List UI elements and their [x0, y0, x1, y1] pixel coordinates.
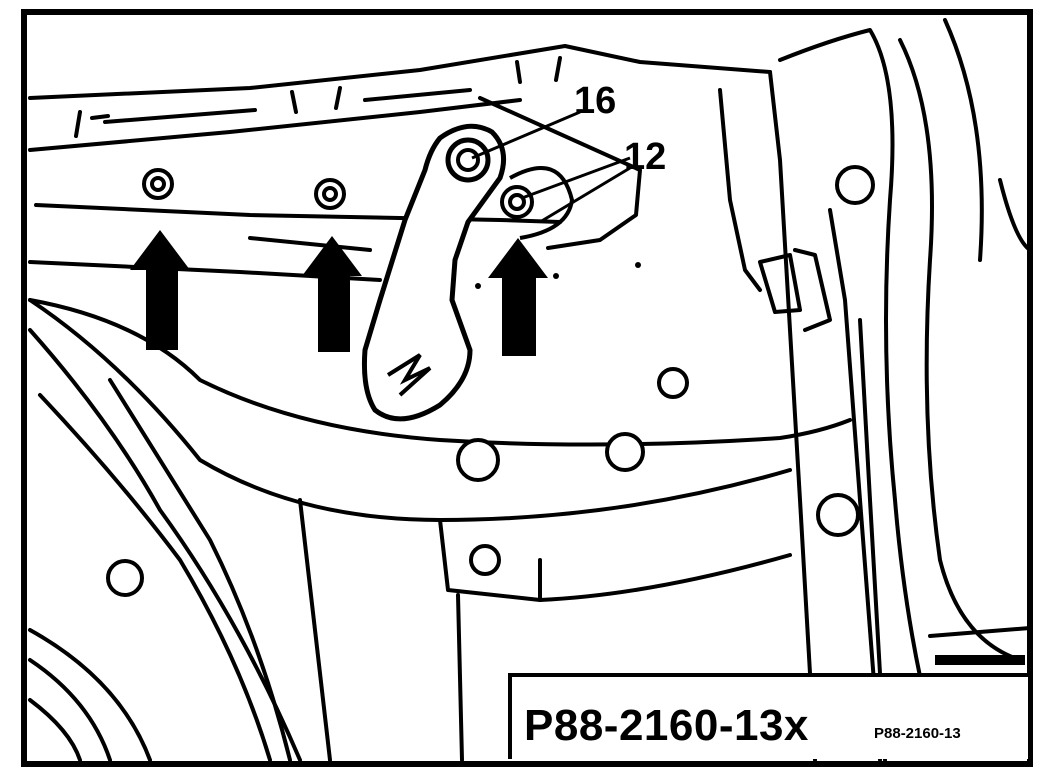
left-bottom-curve-1 — [28, 628, 152, 762]
pillar-outer-right — [778, 28, 932, 722]
bracket-hole — [469, 544, 501, 576]
lever-slot — [386, 353, 432, 397]
pillar-outer-left — [768, 70, 817, 762]
arrow-2 — [302, 236, 362, 352]
panel-fold-line — [248, 236, 372, 252]
arrow-1 — [130, 230, 190, 350]
lever-arm — [362, 123, 507, 422]
leader-16 — [471, 110, 581, 160]
arrow-3 — [488, 238, 548, 356]
mount-hole-1-inner — [150, 176, 166, 192]
panel-hole-4 — [106, 559, 144, 597]
panel-hole-1 — [657, 367, 689, 399]
left-bottom-curve-2 — [28, 658, 112, 762]
upper-rail — [28, 44, 772, 100]
rail-marking-3 — [515, 56, 562, 84]
left-curve-2 — [38, 393, 272, 762]
left-curve-3 — [108, 378, 292, 762]
rail-marking-line-2 — [363, 88, 472, 102]
rail-marking-2 — [290, 86, 342, 114]
latch-detail — [793, 248, 832, 332]
center-vertical-2 — [456, 593, 464, 762]
lower-bracket — [438, 518, 542, 602]
pillar-hole-1 — [835, 165, 875, 205]
pillar-outer-left-2 — [718, 88, 762, 292]
lever-pivot-16-inner — [456, 148, 480, 172]
center-vertical-1 — [298, 498, 332, 762]
base-stripe — [935, 655, 1025, 665]
left-bottom-curve-3 — [28, 698, 82, 762]
upper-rail-inner — [28, 98, 522, 152]
mount-hole-2-inner — [322, 186, 338, 202]
leader-12b — [539, 166, 631, 224]
pillar-base-line — [928, 626, 1032, 638]
panel-hole-2 — [456, 438, 500, 482]
panel-contour-lower — [28, 298, 792, 522]
dot-1 — [475, 283, 481, 289]
dot-3 — [635, 262, 641, 268]
callout-16: 16 — [574, 80, 617, 122]
left-curve-1 — [28, 328, 302, 762]
mount-hole-3-inner — [508, 193, 526, 211]
latch-block — [758, 253, 802, 314]
figure-reference: P88-2160-13x — [524, 701, 809, 750]
panel-middle-line — [34, 203, 562, 224]
pillar-right-lines — [943, 18, 1032, 262]
rail-edge — [478, 96, 642, 250]
lower-bracket-right — [538, 553, 792, 602]
pillar-hole-2 — [816, 493, 860, 537]
pillar-inner-1 — [828, 208, 882, 762]
callout-12: 12 — [624, 136, 667, 178]
drawing-frame — [21, 9, 1033, 767]
pillar-far-right — [898, 38, 1022, 662]
guide-circle — [509, 166, 575, 240]
figure-label-box: P88-2160-13x P88-2160-13 — [508, 673, 1028, 759]
dot-2 — [553, 273, 559, 279]
rail-marking-1 — [74, 110, 110, 138]
leader-12a — [521, 156, 631, 200]
rail-marking-line-1 — [103, 108, 257, 124]
panel-hole-3 — [605, 432, 645, 472]
figure-reference-small: P88-2160-13 — [874, 725, 961, 742]
